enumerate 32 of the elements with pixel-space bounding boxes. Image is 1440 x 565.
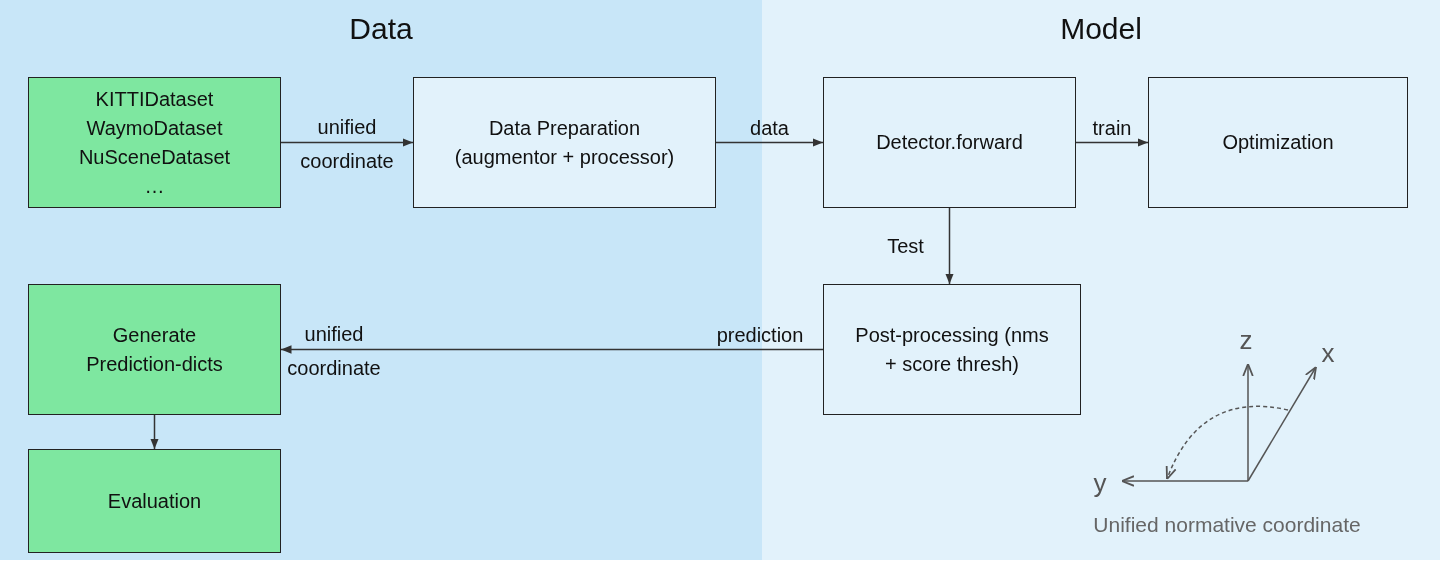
- edge-label: Test: [887, 233, 924, 259]
- caption: Unified normative coordinate: [1093, 511, 1361, 538]
- process-box: [28, 284, 281, 415]
- edge-label: train: [1092, 116, 1132, 141]
- process-box: [413, 77, 716, 208]
- panel-title: Data: [349, 14, 413, 43]
- arrow: [280, 138, 414, 147]
- dataset-box: [28, 77, 281, 208]
- arrow: [280, 345, 824, 354]
- edge-label: unified coordinate: [299, 114, 395, 174]
- arrow: [1075, 138, 1149, 147]
- panel-title: Model: [1060, 14, 1142, 43]
- arrow: [150, 414, 159, 450]
- node-text: Post-processing (nms + score thresh): [854, 322, 1050, 377]
- edge-label: unified coordinate: [286, 321, 382, 381]
- node-text: Detector.forward: [875, 130, 1024, 155]
- edge-label: data: [750, 116, 789, 141]
- axis-label: z: [1239, 325, 1253, 355]
- node-text: Evaluation: [106, 488, 203, 514]
- process-box: [823, 77, 1076, 208]
- node-text: KITTIDataset WaymoDataset NuSceneDataset …: [77, 86, 232, 199]
- process-box: [1148, 77, 1408, 208]
- axis-label: x: [1321, 338, 1335, 368]
- process-box: [823, 284, 1081, 415]
- arrow: [715, 138, 824, 147]
- node-text: Data Preparation (augmentor + processor): [453, 115, 676, 170]
- node-text: Generate Prediction-dicts: [85, 322, 224, 377]
- axis-label: y: [1093, 468, 1107, 498]
- process-box: [28, 449, 281, 553]
- arrow: [945, 207, 954, 285]
- annotation-text: prediction: [716, 322, 804, 348]
- node-text: Optimization: [1221, 130, 1335, 155]
